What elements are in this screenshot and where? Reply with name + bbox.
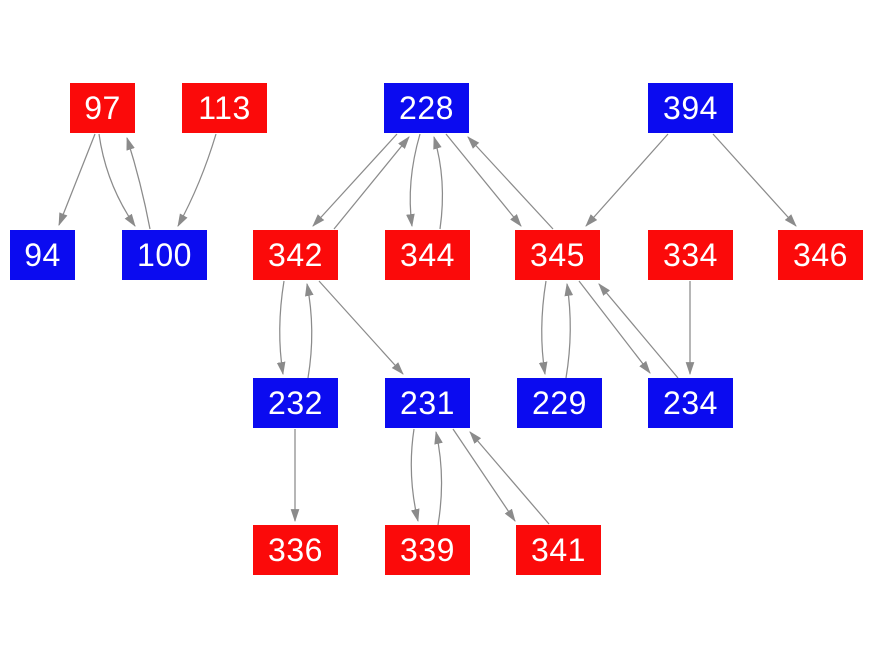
node-100: 100 xyxy=(122,230,207,280)
edge-394-346 xyxy=(712,133,797,227)
node-231: 231 xyxy=(385,378,470,428)
node-394: 394 xyxy=(648,83,733,133)
node-342: 342 xyxy=(253,230,338,280)
node-97: 97 xyxy=(70,83,135,133)
edge-345-229 xyxy=(538,280,548,376)
edge-228-342 xyxy=(312,133,398,227)
edge-100-97 xyxy=(126,136,151,230)
node-336: 336 xyxy=(253,525,338,575)
edge-228-344 xyxy=(406,133,421,228)
node-344: 344 xyxy=(385,230,470,280)
node-234: 234 xyxy=(648,378,733,428)
edge-345-228 xyxy=(467,136,554,230)
edge-231-341 xyxy=(452,428,516,522)
edge-342-232 xyxy=(276,280,286,376)
edge-394-345 xyxy=(585,133,669,227)
edge-229-345 xyxy=(564,282,574,379)
edge-97-94 xyxy=(58,133,96,227)
edges-group xyxy=(58,133,797,526)
edge-342-228 xyxy=(333,136,410,230)
node-94: 94 xyxy=(10,230,75,280)
node-113: 113 xyxy=(182,83,267,133)
node-228: 228 xyxy=(384,83,469,133)
edge-231-339 xyxy=(410,428,420,523)
edge-345-234 xyxy=(578,280,651,374)
edge-232-342 xyxy=(305,282,314,379)
edge-234-345 xyxy=(598,283,679,379)
node-345: 345 xyxy=(515,230,600,280)
node-232: 232 xyxy=(253,378,338,428)
edge-344-228 xyxy=(433,135,444,230)
node-341: 341 xyxy=(516,525,601,575)
edge-97-100 xyxy=(98,133,136,227)
node-229: 229 xyxy=(517,378,602,428)
node-339: 339 xyxy=(385,525,470,575)
edge-113-100 xyxy=(177,133,217,227)
edge-228-345 xyxy=(445,133,522,227)
node-346: 346 xyxy=(778,230,863,280)
edge-339-231 xyxy=(434,430,443,526)
edge-342-231 xyxy=(318,280,404,375)
edge-341-231 xyxy=(469,431,550,525)
node-334: 334 xyxy=(648,230,733,280)
